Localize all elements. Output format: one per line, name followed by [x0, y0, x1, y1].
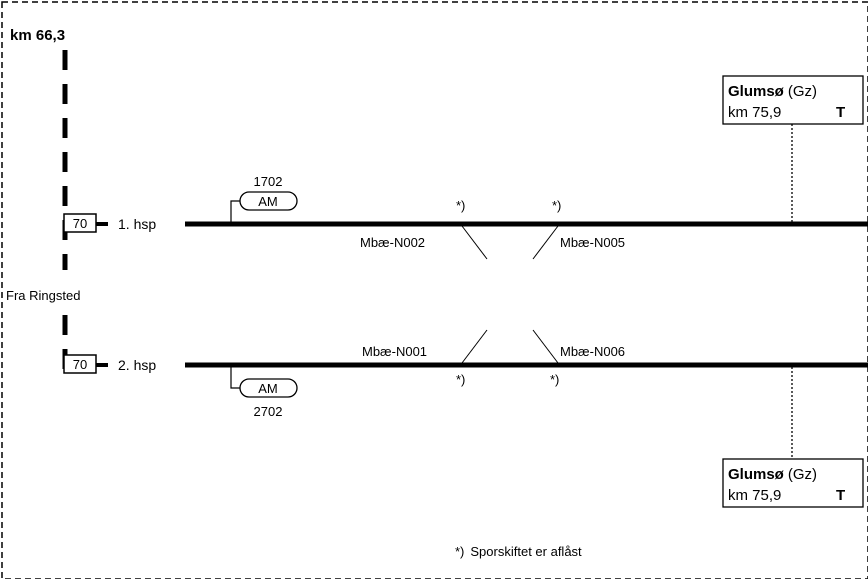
footnote: *)Sporskiftet er aflåst [455, 544, 582, 559]
station-flag-top: T [836, 104, 845, 121]
station-km-top: km 75,9 [728, 104, 781, 121]
station-box-bottom: Glumsø(Gz) km 75,9 T [722, 367, 864, 508]
switch-mbae-n002: Mbæ-N002 [360, 235, 425, 250]
station-flag-bottom: T [836, 487, 845, 504]
track-1-name: 1. hsp [118, 216, 156, 232]
switch-mbae-n001: Mbæ-N001 [362, 344, 427, 359]
station-km-bottom: km 75,9 [728, 487, 781, 504]
origin-label: Fra Ringsted [6, 288, 80, 303]
signal-am-track-2 [239, 378, 298, 398]
switch-mark-n005: *) [552, 198, 561, 213]
station-name-bottom: Glumsø(Gz) [728, 466, 817, 483]
signal-number-track-2: 2702 [254, 404, 283, 419]
signal-label-track-1: AM [258, 194, 278, 209]
switch-mark-n006: *) [550, 372, 559, 387]
switch-mbae-n006: Mbæ-N006 [560, 344, 625, 359]
km-start-label: km 66,3 [10, 27, 65, 44]
signal-am-track-1 [239, 191, 298, 211]
speed-value-track-1: 70 [73, 216, 87, 231]
speed-value-track-2: 70 [73, 357, 87, 372]
switch-mark-n002: *) [456, 198, 465, 213]
track-2: 70 2. hsp AM 2702 Mbæ-N001 *) Mbæ-N006 *… [63, 329, 868, 419]
station-box-top: Glumsø(Gz) km 75,9 T [722, 75, 864, 222]
signal-label-track-2: AM [258, 381, 278, 396]
switch-mark-n001: *) [456, 372, 465, 387]
switch-mbae-n005: Mbæ-N005 [560, 235, 625, 250]
signal-number-track-1: 1702 [254, 174, 283, 189]
station-name-top: Glumsø(Gz) [728, 83, 817, 100]
track-2-name: 2. hsp [118, 357, 156, 373]
track-1: 70 1. hsp 1702 AM Mbæ-N002 *) Mbæ-N005 *… [63, 174, 868, 260]
